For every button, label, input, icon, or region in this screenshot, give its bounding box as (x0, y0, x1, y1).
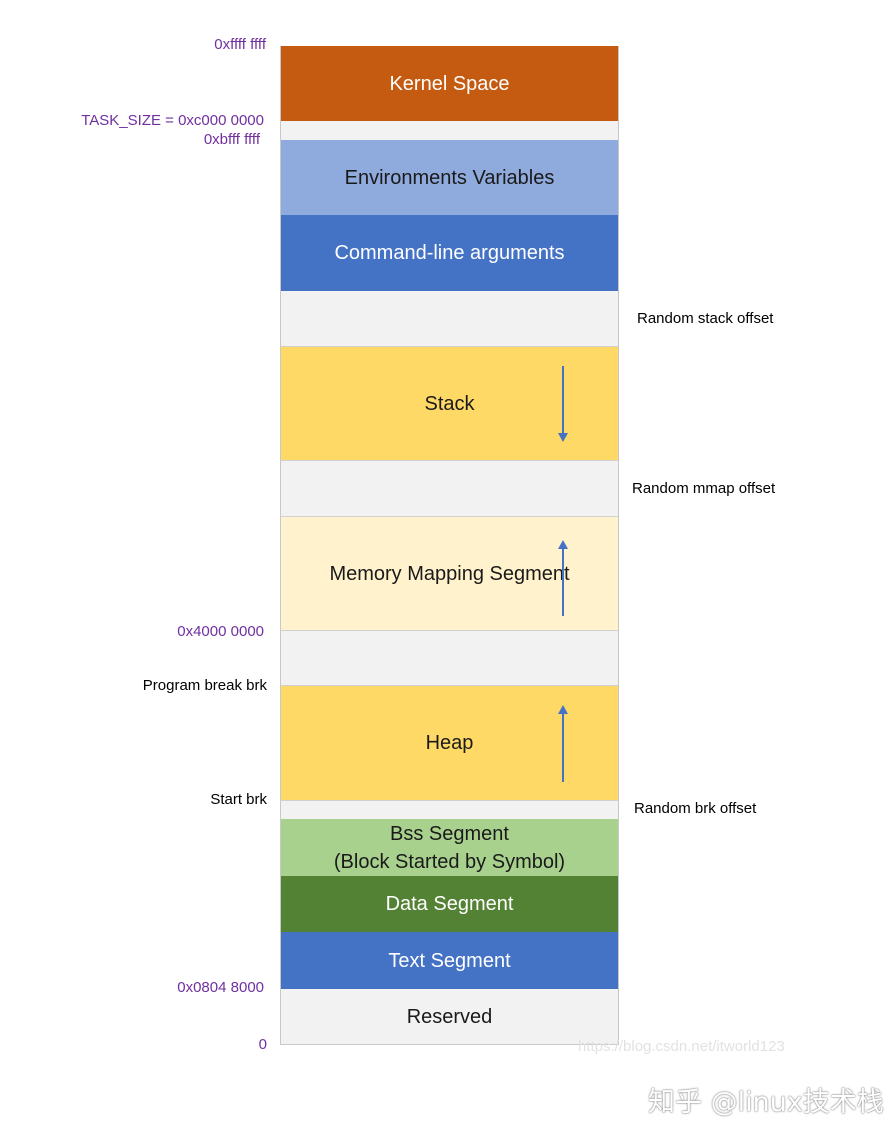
segment-bss: Bss Segment (Block Started by Symbol) (280, 819, 619, 876)
segment-data: Data Segment (280, 876, 619, 932)
segment-command-line-arguments: Command-line arguments (280, 215, 619, 291)
address-top: 0xffff ffff (214, 36, 266, 53)
segment-label: Data Segment (385, 893, 514, 915)
segment-gap-random-stack (280, 291, 619, 347)
address-zero: 0 (258, 1036, 267, 1053)
random-brk-offset-label: Random brk offset (634, 800, 757, 817)
program-break-label: Program break brk (142, 677, 267, 694)
address-text-start: 0x0804 8000 (177, 979, 264, 996)
segment-label: Bss Segment (Block Started by Symbol) (333, 822, 566, 873)
segment-label: Kernel Space (389, 72, 510, 95)
watermark-url: https://blog.csdn.net/itworld123 (578, 1038, 785, 1055)
segment-gap-random-mmap (280, 460, 619, 517)
stack-grows-down-arrow (557, 366, 569, 442)
segment-gap-random-brk (280, 800, 619, 819)
random-mmap-offset-label: Random mmap offset (632, 480, 776, 497)
segment-text: Text Segment (280, 932, 619, 989)
address-below-task-size: 0xbfff ffff (203, 131, 260, 148)
segment-environment-variables: Environments Variables (280, 140, 619, 215)
heap-grows-up-arrow (557, 705, 569, 782)
mmap-grows-up-arrow (557, 540, 569, 616)
segment-label: Heap (425, 732, 474, 754)
random-stack-offset-label: Random stack offset (637, 310, 774, 327)
segment-label: Stack (424, 392, 475, 415)
segment-label: Memory Mapping Segment (329, 562, 570, 585)
segment-reserved: Reserved (280, 989, 619, 1045)
segment-gap-kernel (280, 121, 619, 140)
address-mmap-base: 0x4000 0000 (177, 623, 264, 640)
segment-label: Environments Variables (344, 166, 555, 189)
segment-label: Reserved (406, 1005, 493, 1028)
segment-kernel-space: Kernel Space (280, 46, 619, 121)
segment-memory-mapping: Memory Mapping Segment (280, 517, 619, 630)
segment-label: Text Segment (388, 949, 511, 972)
segment-gap-mmap-heap (280, 630, 619, 686)
segment-label: Command-line arguments (334, 242, 565, 264)
brand-watermark: 知乎 @linux技术栈 (648, 1087, 884, 1118)
address-task-size: TASK_SIZE = 0xc000 0000 (81, 112, 264, 129)
start-brk-label: Start brk (210, 791, 267, 808)
